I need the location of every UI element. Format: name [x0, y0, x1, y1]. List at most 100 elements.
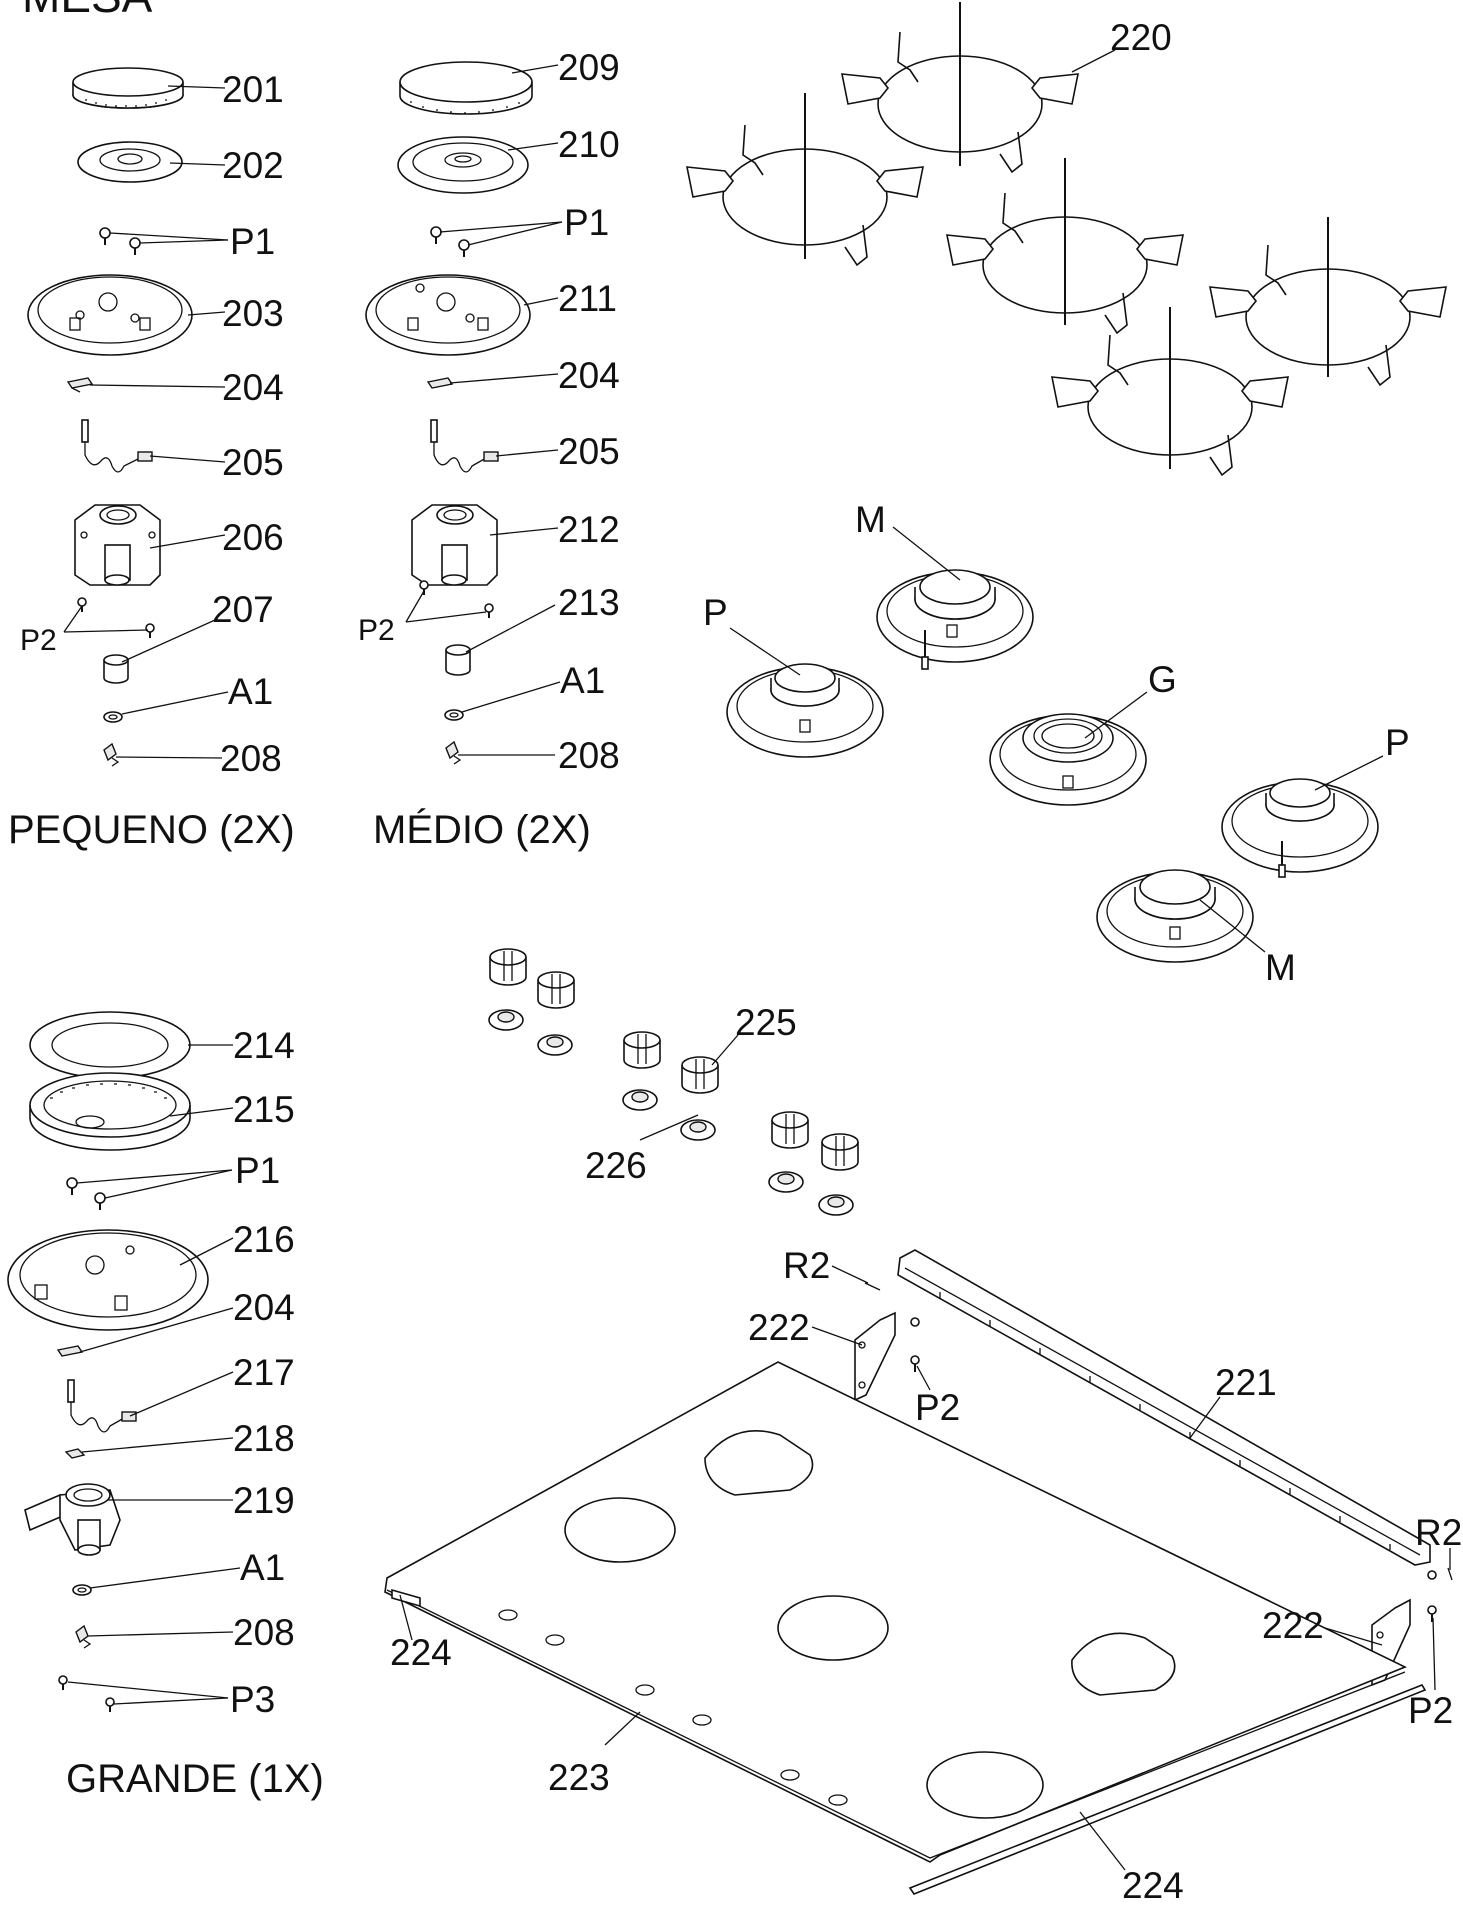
label-226: 226 — [585, 1145, 647, 1186]
label-p2-medium: P2 — [358, 614, 395, 647]
spring-208 — [103, 742, 120, 767]
screws-p1-large — [66, 1177, 106, 1210]
ring-214 — [29, 1011, 191, 1079]
cooktop-panel-223 — [384, 1361, 1407, 1863]
screws-p2-rail-left — [910, 1317, 920, 1372]
strip-224-left — [391, 1588, 421, 1608]
label-burner-m-top: M — [855, 499, 886, 540]
assembled-burners: M P G P M — [703, 499, 1410, 988]
label-208-medium: 208 — [558, 735, 620, 776]
label-215: 215 — [233, 1089, 295, 1130]
label-a1-large: A1 — [240, 1547, 285, 1588]
label-206: 206 — [222, 517, 284, 558]
label-224-bottom: 224 — [1122, 1865, 1184, 1906]
label-225: 225 — [735, 1002, 797, 1043]
medium-burner-callouts: 209 210 P1 211 204 205 212 P2 213 A1 208 — [358, 47, 620, 776]
grate — [841, 2, 1079, 174]
label-220: 220 — [1110, 17, 1172, 58]
label-214: 214 — [233, 1025, 295, 1066]
burner-cap-201 — [72, 67, 184, 109]
label-p2-small: P2 — [20, 624, 57, 657]
knobs-and-bezels: 225 226 — [488, 948, 859, 1216]
knob-225 — [537, 971, 575, 1009]
label-222-right: 222 — [1262, 1605, 1324, 1646]
grate — [1209, 217, 1447, 387]
burner-spreader-202 — [77, 141, 183, 183]
label-222-left: 222 — [748, 1307, 810, 1348]
burner-base-211 — [365, 274, 531, 356]
label-209: 209 — [558, 47, 620, 88]
bezel-226 — [488, 1009, 524, 1031]
bezel-226 — [768, 1171, 804, 1193]
burner-base-203 — [27, 274, 193, 356]
grate — [1051, 307, 1289, 477]
screws-p1-medium — [430, 226, 470, 257]
label-p1-small: P1 — [230, 221, 275, 262]
spring-208-medium — [445, 740, 462, 765]
nut-218 — [64, 1448, 86, 1459]
thermocouple-217 — [67, 1379, 137, 1433]
screws-p1 — [99, 227, 141, 255]
label-208-small: 208 — [220, 738, 282, 779]
bezel-226 — [818, 1194, 854, 1216]
burner-medium-top — [876, 569, 1034, 670]
label-204-small: 204 — [222, 367, 284, 408]
label-204-medium: 204 — [558, 355, 620, 396]
knob-225 — [821, 1133, 859, 1171]
washer-a1-large — [72, 1584, 92, 1596]
knob-225 — [681, 1056, 719, 1094]
knob-225 — [771, 1111, 809, 1149]
label-204-large: 204 — [233, 1287, 295, 1328]
label-211: 211 — [558, 278, 617, 319]
burner-small-right — [1221, 778, 1379, 878]
label-210: 210 — [558, 124, 620, 165]
large-burner-callouts: 214 215 P1 216 204 217 218 219 A1 208 P3 — [67, 1025, 295, 1720]
label-a1-medium: A1 — [560, 660, 605, 701]
label-221: 221 — [1215, 1362, 1277, 1403]
group-label-large: GRANDE (1X) — [66, 1757, 324, 1801]
diagram-title: MESA — [22, 0, 153, 22]
washer-a1-medium — [444, 709, 464, 721]
grates-220: 220 — [686, 2, 1447, 477]
group-label-small: PEQUENO (2X) — [8, 808, 295, 852]
label-224-left: 224 — [390, 1632, 452, 1673]
label-201: 201 — [222, 69, 284, 110]
clip-204-medium — [426, 377, 454, 389]
grate — [946, 158, 1184, 335]
burner-large-center — [989, 713, 1147, 806]
label-p1-large: P1 — [235, 1150, 280, 1191]
valve-body-212 — [411, 504, 498, 586]
label-207: 207 — [212, 589, 274, 630]
rear-rail-221 — [897, 1249, 1431, 1566]
small-burner-callouts: 201 202 P1 203 204 205 206 P2 207 A1 208 — [20, 69, 284, 779]
washer-a1 — [103, 711, 123, 723]
bezel-226 — [622, 1089, 658, 1111]
burner-spreader-210 — [397, 136, 529, 194]
label-a1-small: A1 — [228, 671, 273, 712]
thermocouple-205 — [81, 419, 153, 473]
label-216: 216 — [233, 1219, 295, 1260]
pin-r2-right — [1447, 1567, 1453, 1581]
label-burner-p-right: P — [1385, 722, 1410, 763]
label-218: 218 — [233, 1418, 295, 1459]
thermocouple-205-medium — [430, 419, 499, 473]
injector-213 — [445, 644, 471, 676]
screws-p3 — [58, 1675, 115, 1712]
screws-p2-rail-right — [1427, 1570, 1437, 1622]
label-r2-left: R2 — [783, 1245, 830, 1286]
screws-p2-medium — [419, 580, 494, 618]
label-203: 203 — [222, 293, 284, 334]
strip-224-bottom — [908, 1684, 1427, 1895]
burner-medium-bottom — [1096, 869, 1254, 963]
label-208-large: 208 — [233, 1612, 295, 1653]
small-burner-assembly — [27, 67, 193, 767]
injector-207 — [103, 654, 129, 684]
large-burner-assembly — [7, 1011, 209, 1712]
label-p3: P3 — [230, 1679, 275, 1720]
burner-cap-209 — [399, 61, 533, 115]
cooktop-callouts: R2 222 P2 221 R2 222 P2 224 223 224 — [390, 1245, 1462, 1906]
label-213: 213 — [558, 582, 620, 623]
bezel-226 — [537, 1034, 573, 1056]
label-p2-rail-right: P2 — [1408, 1690, 1453, 1731]
